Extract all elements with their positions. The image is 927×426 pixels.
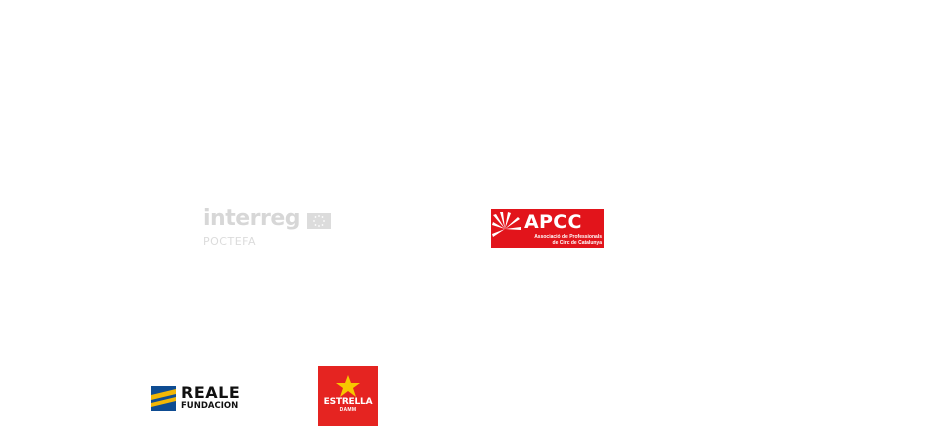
eu-flag-icon (307, 213, 331, 229)
poctefa-label: POCTEFA (203, 235, 256, 248)
damm-label: DAMM (339, 407, 357, 413)
interreg-wordmark: interreg (203, 206, 301, 231)
apcc-subtitle-line1: Associació de Professionals (534, 234, 602, 240)
apcc-acronym: APCC (524, 211, 582, 233)
reale-title: REALE (181, 383, 241, 402)
estrella-damm-logo[interactable]: ESTRELLA DAMM (318, 366, 378, 426)
estrella-name: ESTRELLA (323, 397, 373, 407)
apcc-subtitle-line2: de Circ de Catalunya (552, 240, 602, 246)
star-icon (336, 375, 360, 397)
apcc-spray-icon (492, 212, 521, 237)
interreg-poctefa-logo[interactable]: interreg POCTEFA (203, 208, 333, 250)
apcc-logo[interactable]: APCC Associació de Professionals de Circ… (491, 209, 604, 248)
reale-mark-icon (151, 386, 176, 411)
reale-subtitle: FUNDACION (181, 401, 239, 411)
reale-fundacion-logo[interactable]: REALE FUNDACION (151, 383, 249, 412)
